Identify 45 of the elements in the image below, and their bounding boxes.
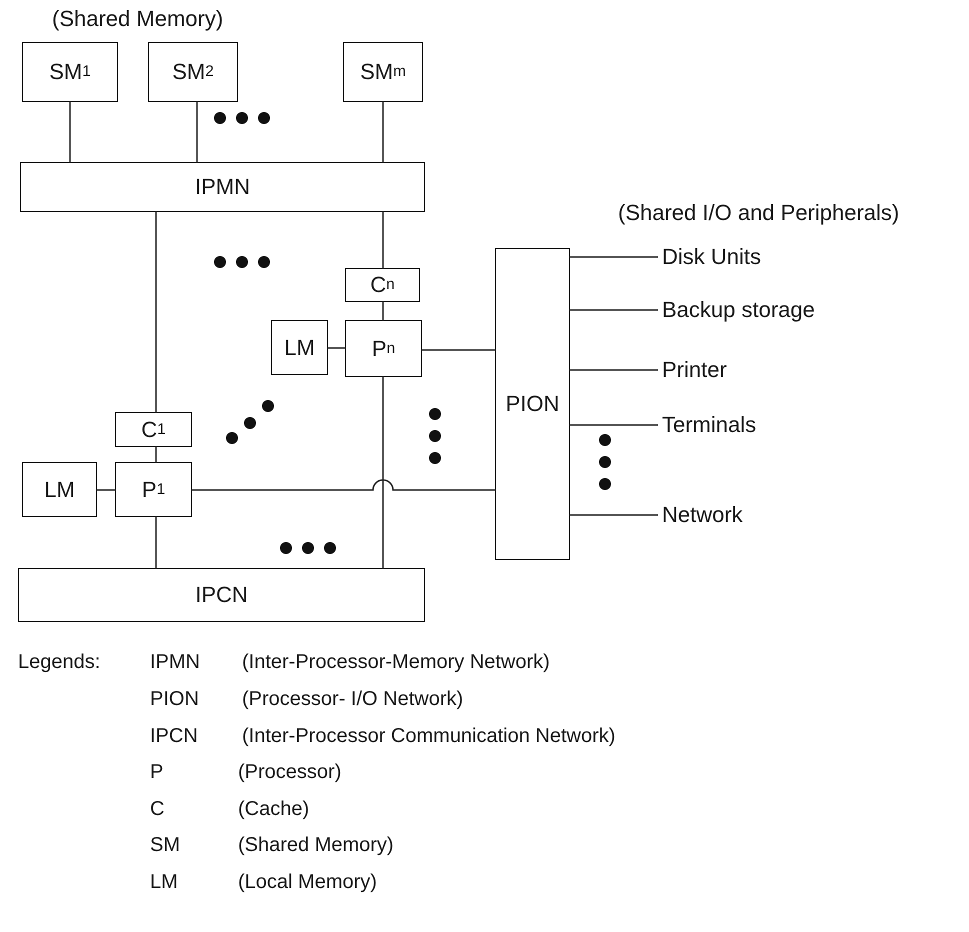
- note-text: (Shared Memory): [238, 834, 394, 857]
- peripheral-label: Printer: [662, 355, 727, 385]
- peripheral-label: Backup storage: [662, 295, 815, 325]
- note-text: Legends:: [18, 651, 100, 674]
- note-text: LM: [150, 871, 178, 894]
- connector-line: [570, 256, 658, 258]
- component-box: LM: [22, 462, 97, 517]
- connector-line: [196, 102, 198, 162]
- note-text: (Cache): [238, 798, 310, 821]
- connector-line: [155, 517, 157, 568]
- connector-line: [382, 302, 384, 320]
- peripheral-label: Disk Units: [662, 242, 762, 272]
- connector-line: [155, 447, 157, 462]
- connector-line: [382, 377, 384, 568]
- connector-line: [570, 309, 658, 311]
- note-text: (Inter-Processor Communication Network): [242, 725, 616, 748]
- connector-line: [570, 424, 658, 426]
- connector-line: [422, 349, 495, 351]
- note-text: SM: [150, 834, 180, 857]
- connector-line: [382, 212, 384, 268]
- note-text: P: [150, 761, 164, 784]
- connector-line: [570, 369, 658, 371]
- connector-line: [192, 479, 495, 491]
- peripheral-label: Network: [662, 500, 743, 530]
- component-box: IPCN: [18, 568, 425, 622]
- note-text: (Shared Memory): [52, 6, 224, 32]
- component-box: IPMN: [20, 162, 425, 212]
- note-text: (Shared I/O and Peripherals): [618, 200, 900, 226]
- connector-line: [382, 102, 384, 162]
- note-text: IPCN: [150, 725, 198, 748]
- note-text: (Inter-Processor-Memory Network): [242, 651, 550, 674]
- component-box: LM: [271, 320, 328, 375]
- note-text: IPMN: [150, 651, 200, 674]
- note-text: (Processor): [238, 761, 342, 784]
- connector-line: [570, 514, 658, 516]
- connector-line: [69, 102, 71, 162]
- connector-line: [328, 347, 345, 349]
- note-text: PION: [150, 688, 199, 711]
- peripheral-label: Terminals: [662, 410, 756, 440]
- component-box: PION: [495, 248, 570, 560]
- connector-line: [155, 212, 157, 412]
- connector-line: [97, 489, 115, 491]
- note-text: C: [150, 798, 164, 821]
- note-text: (Local Memory): [238, 871, 377, 894]
- note-text: (Processor- I/O Network): [242, 688, 464, 711]
